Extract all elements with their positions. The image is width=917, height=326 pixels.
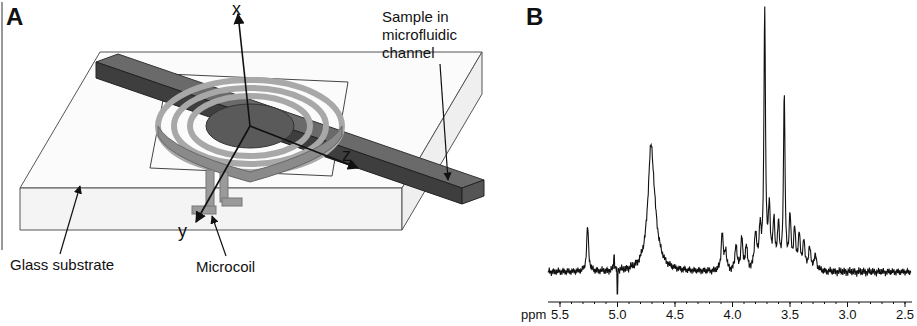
minor-tick [640, 302, 641, 304]
part-label: Glass substrate [10, 256, 114, 274]
minor-tick [801, 302, 802, 304]
tick-label: 4.0 [723, 308, 741, 322]
tick-label: 3.0 [838, 308, 856, 322]
tick-label: 4.5 [666, 308, 684, 322]
minor-tick [790, 302, 791, 304]
axis-label: y [178, 222, 187, 240]
tick-mark [732, 302, 733, 307]
tick-mark [675, 302, 676, 307]
minor-tick [905, 302, 906, 304]
tick-mark [847, 302, 848, 307]
minor-tick [721, 302, 722, 304]
axis-label: x [232, 0, 241, 18]
minor-tick [755, 302, 756, 304]
minor-tick [617, 302, 618, 304]
minor-tick [652, 302, 653, 304]
coil-leads [192, 170, 242, 214]
spectrum-trace [548, 7, 911, 294]
axes [196, 14, 358, 222]
minor-tick [893, 302, 894, 304]
minor-tick [767, 302, 768, 304]
minor-tick [583, 302, 584, 304]
minor-tick [824, 302, 825, 304]
tick-mark [617, 302, 618, 307]
tick-label: 5.5 [551, 308, 569, 322]
minor-tick [629, 302, 630, 304]
minor-tick [571, 302, 572, 304]
tick-label: 3.5 [781, 308, 799, 322]
tick-label: 5.0 [608, 308, 626, 322]
part-label: Sample in microfluidic channel [382, 8, 482, 62]
tick-mark [560, 302, 561, 307]
minor-tick [606, 302, 607, 304]
nmr-spectrum [548, 7, 911, 294]
minor-tick [836, 302, 837, 304]
minor-tick [663, 302, 664, 304]
minor-tick [560, 302, 561, 304]
tick-mark [790, 302, 791, 307]
minor-tick [686, 302, 687, 304]
minor-tick [859, 302, 860, 304]
minor-tick [594, 302, 595, 304]
spectrum-axis [548, 302, 912, 307]
panel-letter: A [6, 4, 23, 30]
minor-tick [732, 302, 733, 304]
axis-unit: ppm [521, 308, 546, 322]
panel-letter: B [526, 4, 543, 30]
part-label: Microcoil [196, 258, 255, 276]
minor-tick [744, 302, 745, 304]
axis-label: z [342, 146, 351, 164]
tick-label: 2.5 [896, 308, 914, 322]
minor-tick [698, 302, 699, 304]
minor-tick [813, 302, 814, 304]
minor-tick [778, 302, 779, 304]
panel-rule [2, 2, 3, 250]
minor-tick [882, 302, 883, 304]
minor-tick [675, 302, 676, 304]
minor-tick [847, 302, 848, 304]
minor-tick [709, 302, 710, 304]
minor-tick [870, 302, 871, 304]
glass-substrate [20, 52, 482, 230]
leader-lines [60, 64, 448, 256]
tick-mark [905, 302, 906, 307]
microfluidic-channel [96, 54, 484, 204]
